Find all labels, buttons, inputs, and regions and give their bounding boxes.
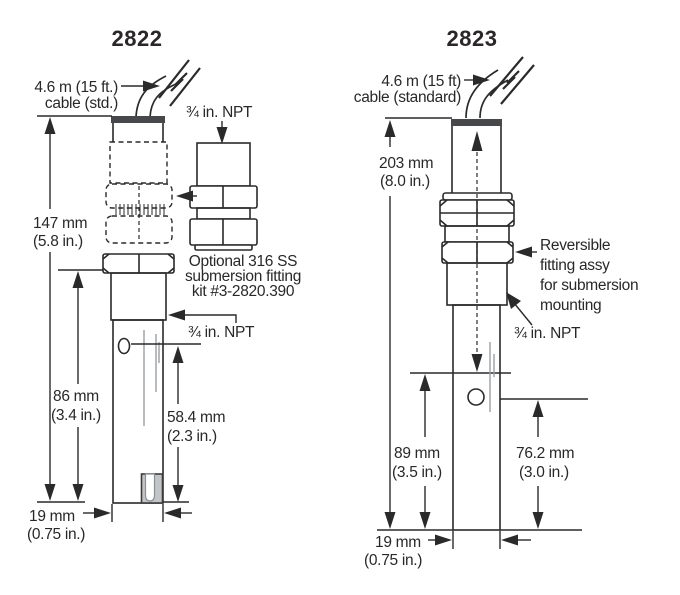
probe-body [452, 304, 501, 531]
svg-text:(8.0 in.): (8.0 in.) [380, 173, 430, 190]
svg-text:¾ in. NPT: ¾ in. NPT [188, 324, 255, 341]
svg-text:19 mm: 19 mm [375, 534, 421, 551]
svg-text:(2.3 in.): (2.3 in.) [167, 428, 217, 445]
coil-threads [115, 204, 165, 215]
svg-text:(3.0 in.): (3.0 in.) [519, 464, 569, 481]
cap-band [111, 116, 165, 123]
hex-nut [102, 253, 175, 274]
figure-2822: 2822 4.6 m (15 ft.) cable (std.) [27, 26, 301, 543]
svg-text:mounting: mounting [540, 297, 601, 314]
probe-body [112, 319, 164, 504]
svg-text:Optional 316 SS: Optional 316 SS [189, 253, 297, 270]
cable-leader-arrow [121, 80, 160, 92]
svg-text:86 mm: 86 mm [53, 388, 99, 405]
fitting-hex-top [189, 185, 258, 209]
dim-147mm: 147 mm (5.8 in.) [33, 117, 88, 501]
label-npt-lower-2822: ¾ in. NPT [168, 309, 255, 341]
dim-76mm: 76.2 mm (3.0 in.) [516, 400, 575, 529]
svg-text:fitting assy: fitting assy [540, 257, 610, 274]
svg-text:Reversible: Reversible [540, 237, 610, 254]
svg-text:(3.4 in.): (3.4 in.) [51, 407, 101, 424]
probe-streaks [489, 342, 495, 412]
label-cable-2822: 4.6 m (15 ft.) cable (std.) [34, 79, 160, 112]
dim-19mm-right: 19 mm (0.75 in.) [364, 531, 531, 569]
label-cable-2823: 4.6 m (15 ft) cable (standard) [354, 73, 490, 106]
npt-threads [110, 272, 167, 321]
fitting-ring [196, 207, 251, 220]
cable-leader-arrow [464, 74, 490, 86]
svg-text:for submersion: for submersion [540, 277, 638, 294]
sensor-2823 [410, 119, 515, 531]
svg-text:76.2 mm: 76.2 mm [516, 445, 574, 462]
svg-text:4.6 m (15 ft): 4.6 m (15 ft) [381, 73, 461, 90]
svg-text:19 mm: 19 mm [29, 508, 75, 525]
dashed-union-fitting [105, 183, 173, 244]
fitting-lip [194, 244, 253, 251]
svg-text:(3.5 in.): (3.5 in.) [392, 464, 442, 481]
svg-text:kit #3-2820.390: kit #3-2820.390 [192, 283, 295, 300]
dim-86mm: 86 mm (3.4 in.) [51, 271, 101, 501]
knurled-grip [109, 141, 168, 184]
cap-band [451, 119, 502, 126]
label-optional-kit: Optional 316 SS submersion fitting kit #… [185, 253, 301, 300]
svg-text:89 mm: 89 mm [394, 445, 440, 462]
vent-hole [117, 337, 131, 355]
fitting-threads [196, 142, 251, 187]
sensor-2822 [102, 116, 175, 504]
dim-19mm-left: 19 mm (0.75 in.) [27, 504, 192, 543]
cable-break-icon [158, 59, 201, 107]
dim-203mm: 203 mm (8.0 in.) [379, 120, 434, 529]
model-title-2822: 2822 [112, 26, 163, 51]
svg-text:58.4 mm: 58.4 mm [167, 409, 225, 426]
vent-hole [467, 388, 485, 406]
cable-2822 [135, 59, 201, 118]
figure-2823: 2823 4.6 m (15 ft) cable (standard) [354, 26, 639, 569]
label-npt-top-2822: ¾ in. NPT [186, 104, 253, 144]
model-title-2823: 2823 [447, 26, 498, 51]
npt-threads [446, 262, 508, 306]
dim-89mm: 89 mm (3.5 in.) [392, 374, 442, 529]
svg-text:¾ in. NPT: ¾ in. NPT [514, 325, 581, 342]
fitting-pointer-arrow [176, 190, 197, 202]
svg-text:147 mm: 147 mm [33, 215, 87, 232]
svg-text:cable (std.): cable (std.) [45, 95, 118, 112]
svg-text:submersion fitting: submersion fitting [185, 268, 301, 285]
svg-text:(0.75 in.): (0.75 in.) [364, 552, 422, 569]
cable-2823 [465, 56, 535, 119]
label-npt-2823: ¾ in. NPT [506, 292, 581, 342]
svg-text:(0.75 in.): (0.75 in.) [27, 526, 85, 543]
fitting-hex-bottom [189, 218, 258, 246]
optional-fitting-2822 [176, 142, 258, 251]
svg-text:203 mm: 203 mm [379, 155, 433, 172]
svg-text:(5.8 in.): (5.8 in.) [33, 233, 83, 250]
svg-text:¾ in. NPT: ¾ in. NPT [186, 104, 253, 121]
svg-text:cable (standard): cable (standard) [354, 89, 461, 106]
reversible-centerline [471, 131, 483, 372]
dim-58mm: 58.4 mm (2.3 in.) [167, 346, 226, 502]
label-reversible-fitting: Reversible fitting assy for submersion m… [515, 237, 639, 314]
fitting-pointer-arrow [515, 246, 537, 258]
cable-break-icon [489, 56, 535, 105]
svg-text:4.6 m (15 ft.): 4.6 m (15 ft.) [34, 79, 118, 96]
electrode-window [140, 473, 164, 504]
